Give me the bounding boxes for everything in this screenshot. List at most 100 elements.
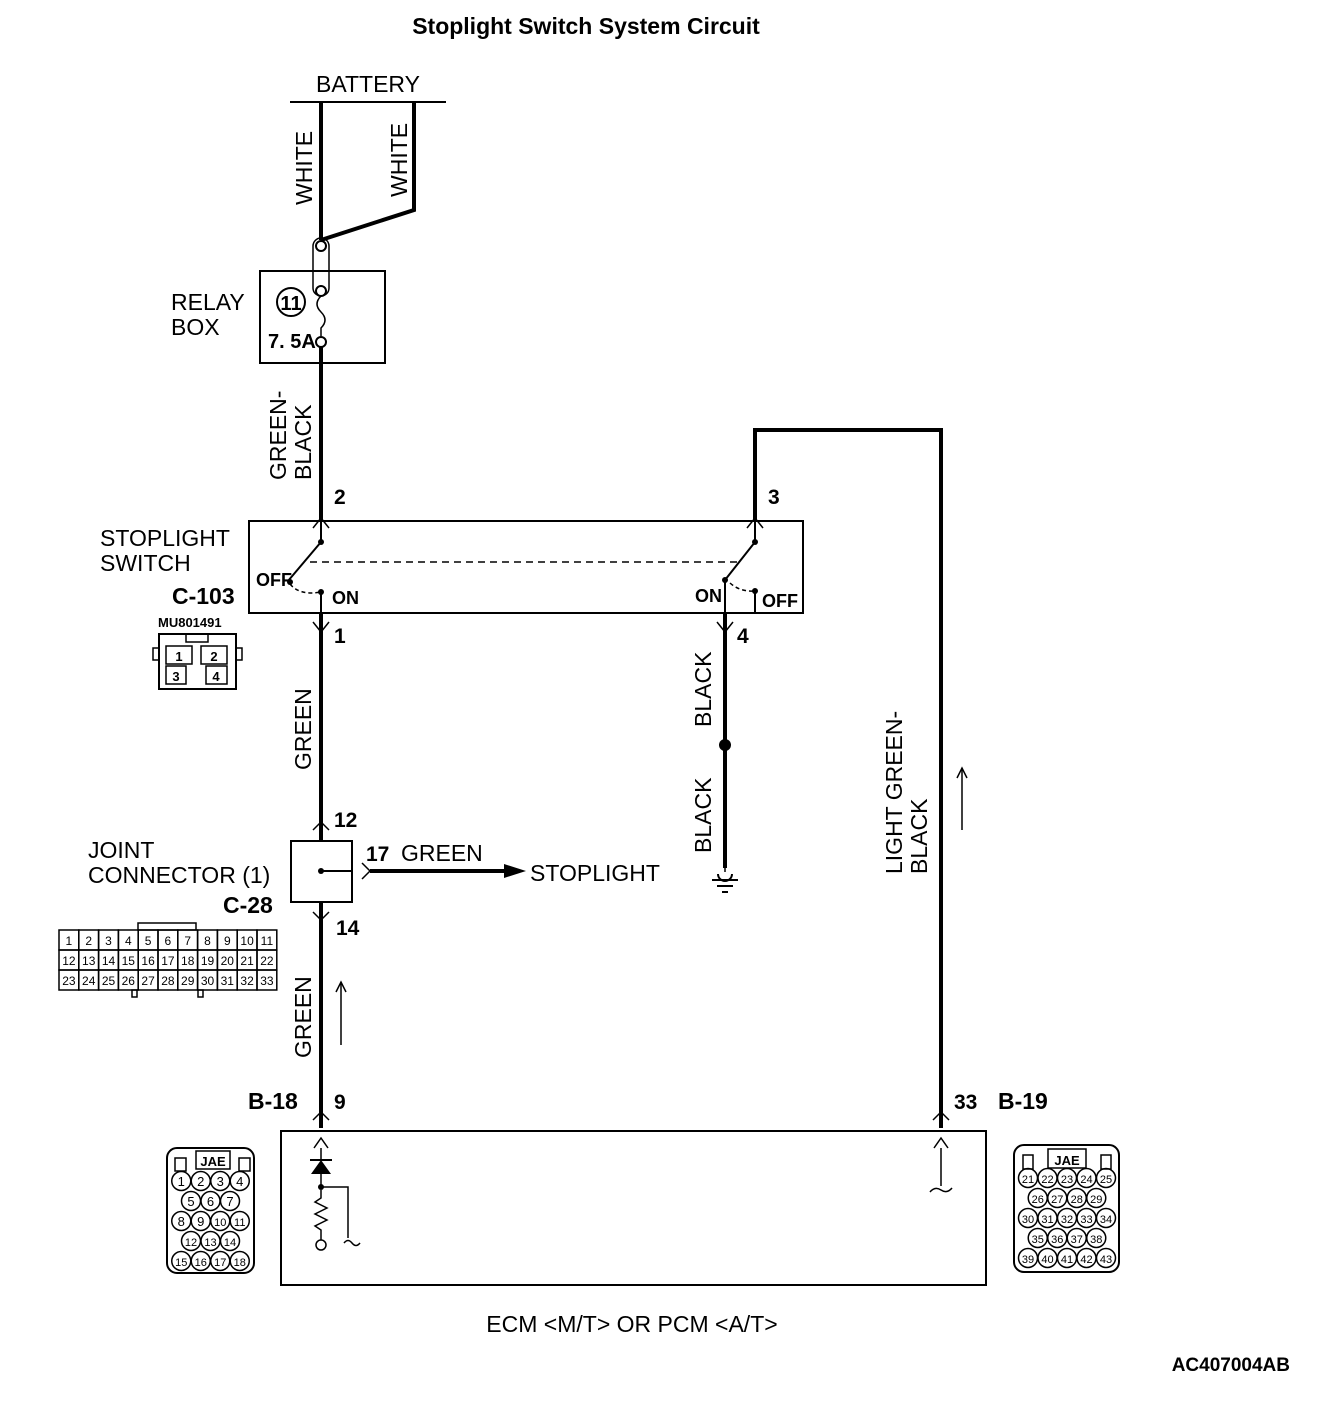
wire-label-green-branch: GREEN [401, 840, 483, 866]
b18-pin-cell: 8 [178, 1214, 185, 1229]
b18-pin-cell: 15 [175, 1257, 187, 1269]
ground-icon [712, 868, 738, 893]
fuse-number-badge [276, 287, 306, 317]
battery-label: BATTERY [316, 71, 420, 97]
pin-3: 3 [768, 486, 780, 509]
b19-pin-cell: 36 [1051, 1234, 1063, 1246]
diagram-title: Stoplight Switch System Circuit [412, 13, 760, 39]
b18-pin-cell: 5 [187, 1194, 194, 1209]
b18-pin-cell: 9 [197, 1214, 204, 1229]
pin-17: 17 [366, 843, 389, 866]
b19-pin-cell: 27 [1051, 1194, 1063, 1206]
black-ground-wire: 4 BLACK BLACK [690, 613, 749, 893]
wire-label-green-lower: GREEN [290, 976, 316, 1058]
wire-label-white-left: WHITE [291, 131, 317, 205]
b19-pin-cell: 24 [1080, 1174, 1092, 1186]
diode-icon [311, 1160, 331, 1174]
switch-off-right: OFF [762, 591, 798, 611]
c28-pin-cell: 9 [224, 934, 231, 948]
c28-pin-cell: 29 [181, 974, 195, 988]
b19-pin-cell: 28 [1071, 1194, 1083, 1206]
b19-pin-cell: 38 [1090, 1234, 1102, 1246]
c103-pin-4: 4 [212, 669, 220, 684]
b19-pin-cell: 43 [1100, 1254, 1112, 1266]
switch-label-1: STOPLIGHT [100, 525, 230, 551]
wire-label-light-green-black-1: LIGHT GREEN- [881, 711, 907, 874]
c28-pin-cell: 15 [122, 954, 136, 968]
green-wire-lower: 14 GREEN 9 B-18 33 B-19 [248, 902, 1048, 1128]
c28-pin-cell: 11 [261, 934, 274, 948]
pin-12: 12 [334, 809, 357, 832]
b18-pin-cell: 11 [234, 1217, 245, 1229]
b19-pin-cell: 37 [1071, 1234, 1083, 1246]
b18-pin-cell: 12 [185, 1237, 197, 1249]
c28-pin-cell: 23 [62, 974, 76, 988]
stoplight-switch: STOPLIGHT SWITCH OFF ON ON OFF C-103 MU8… [100, 516, 804, 690]
b18-jae: JAE [200, 1154, 226, 1169]
pin-9: 9 [334, 1091, 346, 1114]
b19-pin-cell: 35 [1032, 1234, 1044, 1246]
c28-pin-cell: 22 [260, 954, 274, 968]
c28-pin-cell: 24 [82, 974, 96, 988]
c28-pin-cell: 2 [85, 934, 92, 948]
green-wire-upper: 1 GREEN 12 [290, 613, 357, 841]
joint-connector-label-1: JOINT [88, 837, 154, 863]
c28-pin-cell: 3 [105, 934, 112, 948]
relay-box-label-2: BOX [171, 314, 220, 340]
c103-pin-1: 1 [175, 649, 182, 664]
joint-connector: JOINT CONNECTOR (1) C-28 17 GREEN STOPLI… [88, 837, 660, 922]
c28-pin-cell: 27 [141, 974, 155, 988]
b18-pin-cell: 17 [214, 1257, 226, 1269]
b19-pin-cell: 40 [1041, 1254, 1053, 1266]
c28-pin-cell: 28 [161, 974, 175, 988]
fuse-number: 11 [280, 293, 301, 315]
b18-pin-cell: 10 [214, 1217, 226, 1229]
wire-label-green-upper: GREEN [290, 688, 316, 770]
b19-pin-cell: 32 [1061, 1214, 1073, 1226]
b19-pin-cell: 26 [1032, 1194, 1044, 1206]
wire-label-black-upper: BLACK [690, 651, 716, 727]
c28-pin-cell: 18 [181, 954, 195, 968]
b18-pin-cell: 14 [224, 1237, 236, 1249]
c28-pin-cell: 31 [221, 974, 235, 988]
c28-pin-cell: 10 [240, 934, 254, 948]
c28-pin-cell: 19 [201, 954, 215, 968]
ecm-label: ECM <M/T> OR PCM <A/T> [486, 1311, 777, 1337]
stoplight-label: STOPLIGHT [530, 860, 660, 886]
c28-pin-cell: 5 [145, 934, 152, 948]
b18-pin-cell: 3 [217, 1174, 224, 1189]
ecm-box: ECM <M/T> OR PCM <A/T> [280, 1130, 987, 1337]
connector-b18-label: B-18 [248, 1088, 298, 1114]
pin-2: 2 [334, 486, 346, 509]
b18-pin-cell: 4 [236, 1174, 243, 1189]
c28-pin-cell: 8 [204, 934, 211, 948]
b19-pin-cell: 33 [1080, 1214, 1092, 1226]
c28-pin-cell: 20 [221, 954, 235, 968]
c28-pin-cell: 33 [260, 974, 274, 988]
relay-box: RELAY BOX 11 7. 5A [171, 237, 386, 364]
switch-label-2: SWITCH [100, 550, 191, 576]
b18-pin-cell: 7 [226, 1194, 233, 1209]
wire-label-black-lower: BLACK [690, 777, 716, 853]
c28-pin-cell: 4 [125, 934, 132, 948]
white-wires: WHITE WHITE [291, 102, 416, 242]
b18-pin-cell: 16 [195, 1257, 207, 1269]
c28-pin-cell: 21 [240, 954, 254, 968]
c28-pin-cell: 17 [161, 954, 175, 968]
pin-14: 14 [336, 917, 360, 940]
pin-4: 4 [737, 625, 749, 648]
wire-label-green-black-2: BLACK [290, 404, 316, 480]
c28-pin-cell: 32 [240, 974, 254, 988]
fuse-rating: 7. 5A [268, 331, 316, 353]
resistor-icon [313, 1190, 329, 1240]
b19-pin-cell: 25 [1100, 1174, 1112, 1186]
c28-pin-cell: 14 [102, 954, 116, 968]
c103-connector-face: 1 2 3 4 [152, 633, 243, 690]
switch-on-left: ON [332, 588, 359, 608]
switch-off-left: OFF [256, 570, 292, 590]
c28-pin-cell: 6 [165, 934, 172, 948]
battery: BATTERY [290, 71, 446, 103]
c28-pin-cell: 26 [122, 974, 136, 988]
